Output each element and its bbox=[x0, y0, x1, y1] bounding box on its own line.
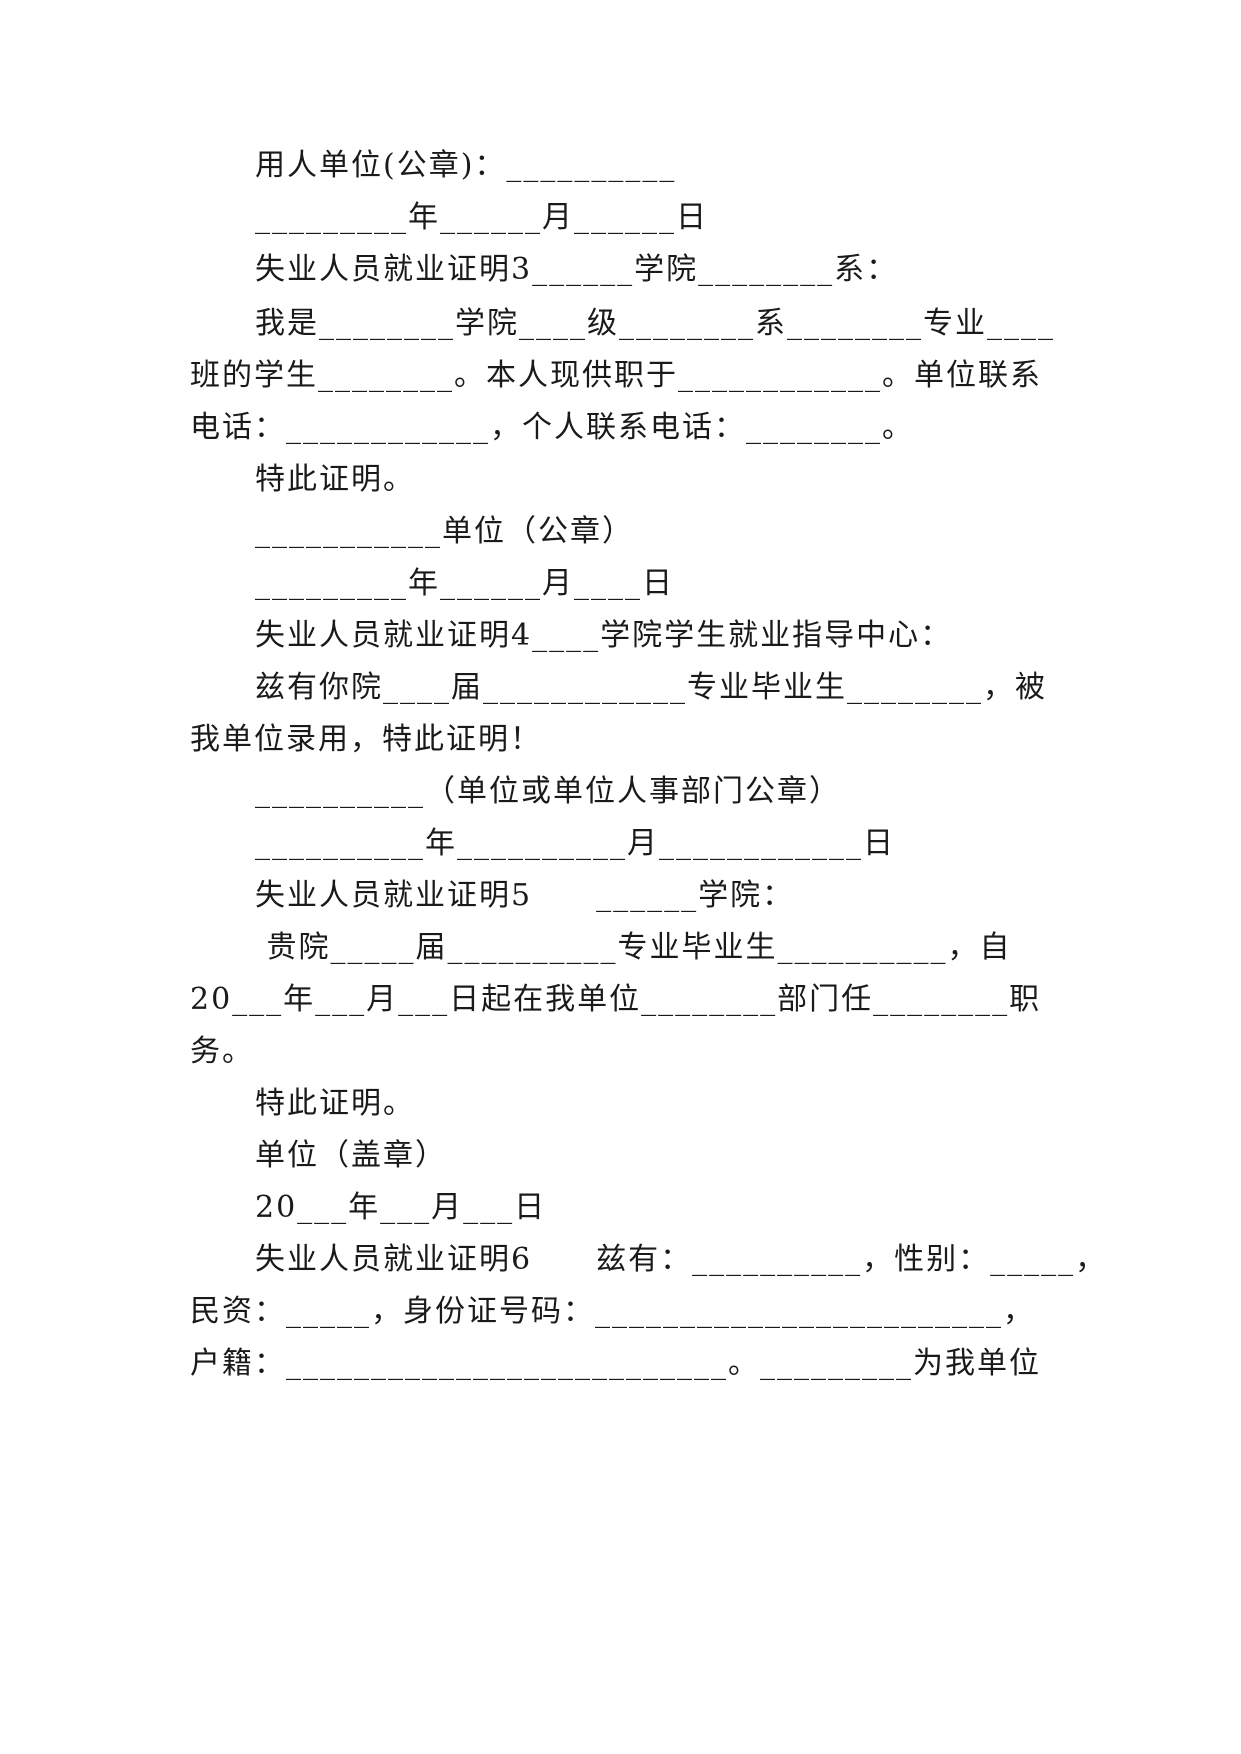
certification-statement: 特此证明。 bbox=[255, 462, 415, 497]
unit-seal-line: 单位（盖章） bbox=[255, 1138, 447, 1173]
certificate-6-heading: 失业人员就业证明6 兹有：__________，性别：_____， bbox=[255, 1242, 1108, 1277]
date-line: 20___年___月___日 bbox=[255, 1190, 547, 1225]
certificate-3-heading: 失业人员就业证明3______学院________系： bbox=[255, 252, 899, 287]
certificate-5-heading: 失业人员就业证明5 ______学院： bbox=[255, 878, 795, 913]
certificate-4-heading: 失业人员就业证明4____学院学生就业指导中心： bbox=[255, 618, 953, 653]
certification-statement: 特此证明。 bbox=[255, 1086, 415, 1121]
paragraph-line: 电话：____________，个人联系电话：________。 bbox=[190, 410, 914, 445]
employer-seal-line: 用人单位(公章)：__________ bbox=[255, 148, 677, 183]
paragraph-line: 务。 bbox=[190, 1034, 254, 1069]
paragraph-line: 我单位录用，特此证明！ bbox=[190, 722, 542, 757]
date-line: _________年______月______日 bbox=[255, 200, 708, 235]
unit-seal-line: ___________单位（公章） bbox=[255, 514, 634, 549]
paragraph-line: 我是________学院____级________系________专业____ bbox=[255, 306, 1055, 341]
paragraph-line: 兹有你院____届____________专业毕业生________，被 bbox=[255, 670, 1047, 705]
paragraph-line: 20___年___月___日起在我单位________部门任________职 bbox=[190, 982, 1042, 1017]
paragraph-line: 贵院_____届__________专业毕业生__________，自 bbox=[255, 930, 1012, 965]
date-line: __________年__________月____________日 bbox=[255, 826, 895, 861]
date-line: _________年______月____日 bbox=[255, 566, 674, 601]
paragraph-line: 班的学生________。本人现供职于____________。单位联系 bbox=[190, 358, 1042, 393]
paragraph-line: 民资：_____，身份证号码：________________________， bbox=[190, 1294, 1035, 1329]
paragraph-line: 户籍：__________________________。_________为… bbox=[190, 1346, 1041, 1381]
unit-seal-line: __________（单位或单位人事部门公章） bbox=[255, 774, 841, 809]
